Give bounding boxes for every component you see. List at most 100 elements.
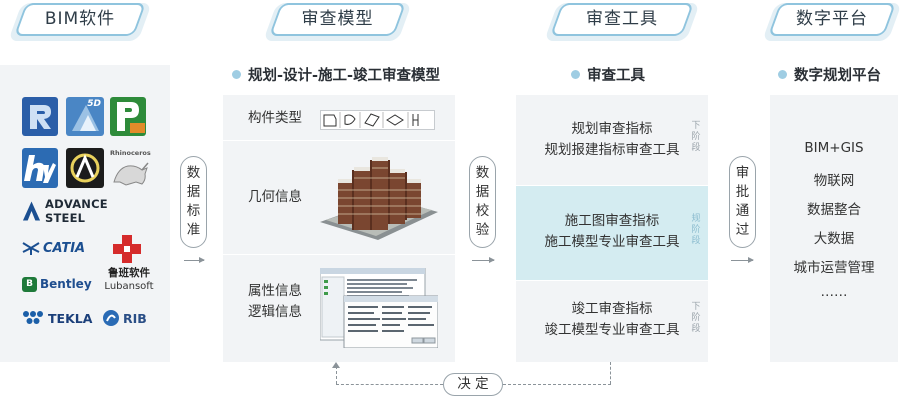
tool-name-label: 规划报建指标审查工具 <box>544 142 680 158</box>
property-dialog-screenshot <box>319 267 439 349</box>
subheader-digital-platform: 数字规划平台 <box>778 63 881 85</box>
stage-char: 段 <box>691 143 701 153</box>
component-shapes-strip <box>320 110 435 130</box>
luban-text-logo: 鲁班软件 Lubansoft <box>104 267 154 297</box>
stage-tag: 下 阶 段 <box>690 302 702 335</box>
subheader-text: 规划-设计-施工-竣工审查模型 <box>248 67 441 84</box>
tab-label: 审查工具 <box>586 9 658 29</box>
connector-char: 验 <box>475 222 490 238</box>
connector-char: 审 <box>735 165 750 181</box>
stage-char: 阶 <box>691 132 701 142</box>
subheader-text: 审查工具 <box>587 67 645 84</box>
bullet-dot-icon <box>232 69 241 79</box>
connector-char: 数 <box>186 165 201 181</box>
geometry-info-label: 几何信息 <box>248 189 302 205</box>
stage-char: 下 <box>691 121 701 131</box>
rib-logo-icon: RIB <box>102 307 152 329</box>
review-tools-panel-top <box>516 95 708 185</box>
tool-name-label: 施工模型专业审查工具 <box>544 234 680 250</box>
connector-char: 据 <box>475 184 490 200</box>
tab-label: 审查模型 <box>301 9 374 29</box>
rhino-label: Rhinoceros <box>110 149 151 157</box>
stage-tag: 下 阶 段 <box>690 121 702 154</box>
arrow-up-icon <box>332 362 340 368</box>
divider <box>223 140 455 141</box>
connector-char: 过 <box>735 222 750 238</box>
tab-digital-platform: 数字平台 <box>762 3 900 41</box>
arrow-right-icon <box>731 257 754 263</box>
bentley-logo-icon: B Bentley <box>22 274 100 294</box>
arrow-right-icon <box>472 257 495 263</box>
connector-char: 通 <box>735 203 750 219</box>
advance-steel-label: ADVANCE STEEL <box>45 197 108 225</box>
attribute-info-label: 属性信息 <box>248 283 302 299</box>
feedback-line <box>336 366 337 384</box>
review-tool-item: 规划审查指标 规划报建指标审查工具 <box>516 119 708 161</box>
component-type-label: 构件类型 <box>248 110 302 126</box>
tool-index-label: 施工图审查指标 <box>564 213 660 229</box>
advance-steel-logo-icon: ADVANCE STEEL <box>22 197 147 225</box>
connector-char: 批 <box>735 184 750 200</box>
feedback-line <box>336 384 443 385</box>
bullet-dot-icon <box>571 69 580 79</box>
stage-char: 下 <box>691 302 701 312</box>
tab-review-model: 审查模型 <box>263 3 412 41</box>
catia-logo-icon: CATIA <box>22 237 102 259</box>
rib-label: RIB <box>123 310 147 326</box>
connector-char: 准 <box>186 222 201 238</box>
feedback-line <box>610 362 611 384</box>
catia-label: CATIA <box>43 240 86 256</box>
tab-label: 数字平台 <box>796 9 868 29</box>
connector-char: 校 <box>475 203 490 219</box>
data-check-connector: 数 据 校 验 <box>469 156 496 248</box>
building-model-image <box>318 152 440 244</box>
divider <box>223 254 455 255</box>
review-tools-panel-bottom <box>516 281 708 362</box>
feedback-line <box>503 384 611 385</box>
subheader-review-model: 规划-设计-施工-竣工审查模型 <box>232 63 440 85</box>
bullet-dot-icon <box>778 69 787 79</box>
revit-logo-icon <box>22 97 58 136</box>
luban-logo-icon <box>112 234 142 264</box>
platform-item: BIM+GIS <box>804 140 864 156</box>
connector-char: 据 <box>186 184 201 200</box>
stage-tag: 规 阶 段 <box>690 214 702 247</box>
approval-connector: 审 批 通 过 <box>729 156 756 248</box>
review-tool-item: 竣工审查指标 竣工模型专业审查工具 <box>516 299 708 341</box>
connector-char: 数 <box>475 165 490 181</box>
data-standard-connector: 数 据 标 准 <box>180 156 207 248</box>
fivej-label: 5D <box>87 99 101 109</box>
stage-char: 阶 <box>691 225 701 235</box>
platform-item: …… <box>820 284 848 300</box>
luban-cn-label: 鲁班软件 <box>108 267 150 279</box>
tab-bim-software: BIM软件 <box>8 3 152 41</box>
stage-char: 阶 <box>691 313 701 323</box>
connector-char: 标 <box>186 203 201 219</box>
primavera-logo-icon <box>110 97 146 136</box>
bentley-label: Bentley <box>40 277 92 291</box>
tekla-logo-icon: TEKLA <box>22 308 98 328</box>
stage-char: 段 <box>691 236 701 246</box>
arrow-right-icon <box>184 257 205 263</box>
tool-index-label: 规划审查指标 <box>571 121 653 137</box>
fivej-logo-icon: 5D <box>66 97 104 136</box>
platform-item: 物联网 <box>813 173 855 189</box>
decision-pill: 决 定 <box>443 373 503 396</box>
tool-index-label: 竣工审查指标 <box>571 301 653 317</box>
digital-platform-panel <box>770 95 898 362</box>
tekla-label: TEKLA <box>48 310 93 326</box>
review-tools-panel-highlight <box>516 186 708 280</box>
platform-item: 城市运营管理 <box>793 260 875 276</box>
tab-review-tools: 审查工具 <box>544 3 700 41</box>
subheader-text: 数字规划平台 <box>794 67 881 84</box>
luban-en-label: Lubansoft <box>104 281 154 292</box>
tab-label: BIM软件 <box>44 9 116 29</box>
platform-item: 大数据 <box>813 231 855 247</box>
tool-name-label: 竣工模型专业审查工具 <box>544 322 680 338</box>
stage-char: 段 <box>691 324 701 334</box>
navisworks-logo-icon <box>66 148 104 188</box>
review-tool-item: 施工图审查指标 施工模型专业审查工具 <box>516 211 708 253</box>
rhino-logo-icon: Rhinoceros <box>110 148 152 190</box>
hy-logo-icon <box>22 148 58 188</box>
stage-char: 规 <box>691 214 701 224</box>
